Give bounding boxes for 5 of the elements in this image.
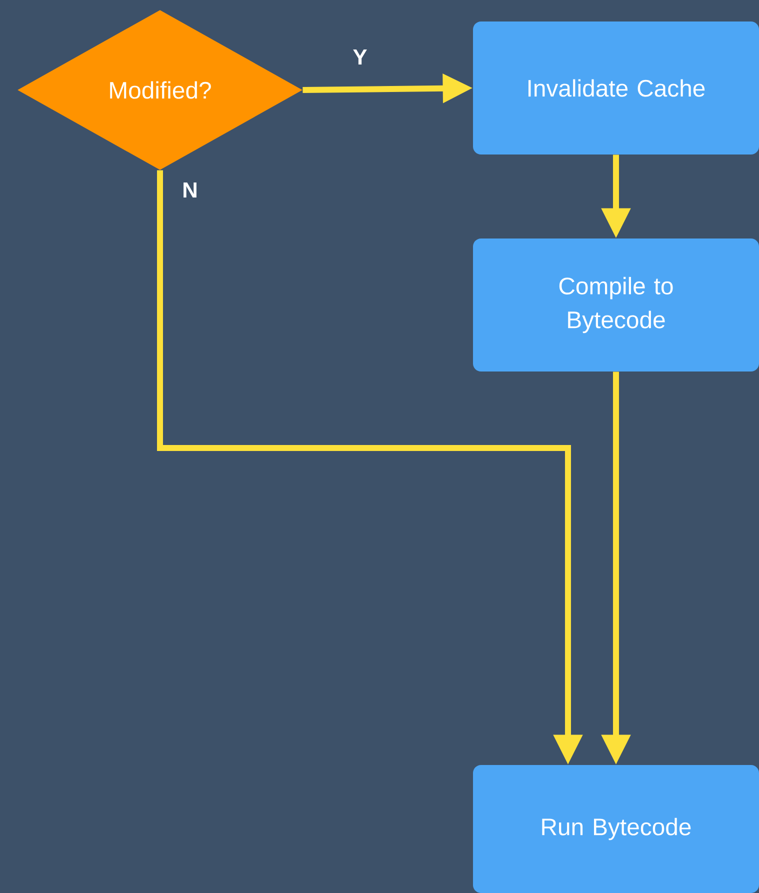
edge-label: N [184,182,196,198]
process-box: Run Bytecode [473,765,759,893]
edge-label: Y [353,49,367,65]
process-box: Compile to Bytecode [473,238,759,372]
process-box: Invalidate Cache [473,22,759,154]
